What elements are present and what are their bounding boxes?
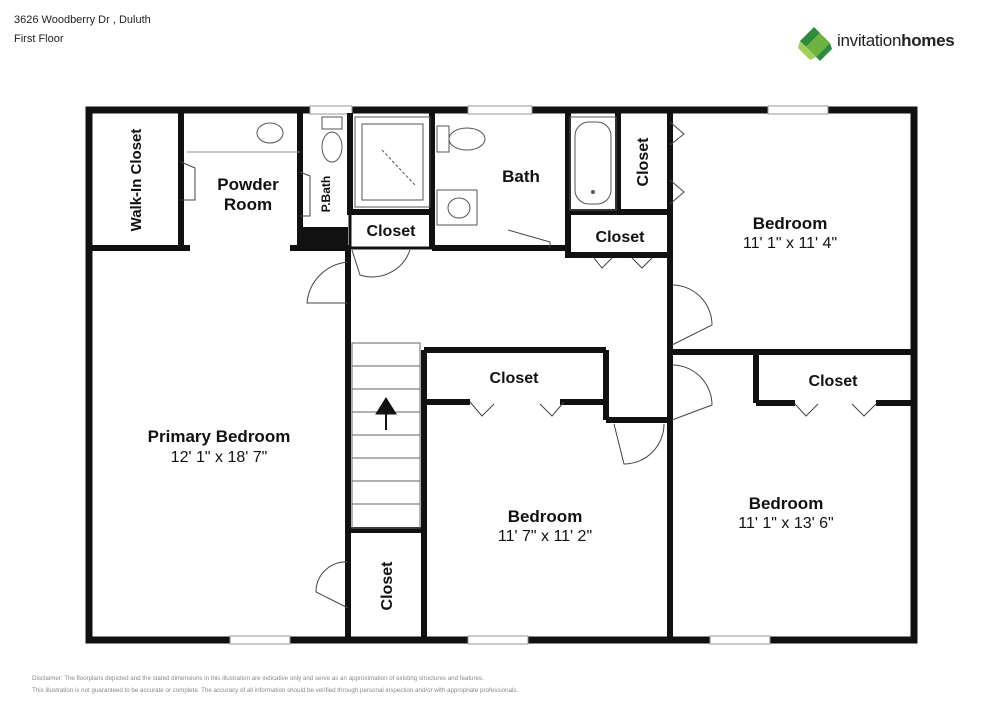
stair-closet-label: Closet — [379, 561, 396, 611]
bathtub-icon — [569, 116, 617, 211]
bath-closet-label: Closet — [635, 137, 652, 187]
brand-name-part2: homes — [901, 31, 955, 50]
hall-closet-label: Closet — [367, 223, 417, 240]
bedroom-ne-dims: 11' 1" x 11' 4" — [743, 235, 837, 252]
p-bath-label: P.Bath — [319, 176, 333, 212]
bath-toilet-icon — [436, 125, 450, 153]
hall-closet-box — [348, 210, 434, 250]
brand-name: invitationhomes — [837, 31, 955, 51]
bedroom-se-name: Bedroom — [749, 494, 824, 513]
walk-in-closet-label: Walk-In Closet — [128, 129, 145, 232]
bedroom-ne-name: Bedroom — [753, 214, 828, 233]
bath-sink-icon — [436, 189, 478, 226]
linen-closet-label: Closet — [596, 229, 646, 246]
fixtures — [187, 116, 617, 529]
wall-pillar — [300, 227, 348, 251]
brand-name-part1: invitation — [837, 31, 902, 50]
windows — [229, 105, 829, 645]
bedroom-mid-name: Bedroom — [508, 507, 583, 526]
disclaimer-line-2: This illustration is not guaranteed to b… — [32, 687, 519, 694]
primary-bedroom-dims: 12' 1" x 18' 7" — [171, 449, 268, 466]
powder-room-label-2: Room — [224, 195, 272, 214]
middle-closet-label: Closet — [490, 370, 540, 387]
property-address: 3626 Woodberry Dr , Duluth — [14, 14, 151, 26]
shower-icon — [354, 116, 431, 208]
logo-mark-icon — [798, 27, 832, 61]
toilet-icon — [321, 116, 343, 130]
disclaimer-line-1: Disclaimer: The floorplans depicted and … — [32, 675, 484, 682]
floor-label: First Floor — [14, 33, 64, 45]
staircase — [351, 342, 421, 529]
bedroom-mid-dims: 11' 7" x 11' 2" — [498, 528, 592, 545]
bath-label: Bath — [502, 167, 540, 186]
primary-bedroom-name: Primary Bedroom — [148, 427, 291, 446]
door-swings — [180, 121, 877, 609]
southeast-closet-label: Closet — [809, 373, 859, 390]
powder-room-label-1: Powder — [217, 175, 279, 194]
sink-icon — [256, 122, 284, 144]
invitation-homes-logo — [798, 27, 832, 61]
bedroom-se-dims: 11' 1" x 13' 6" — [738, 515, 833, 532]
